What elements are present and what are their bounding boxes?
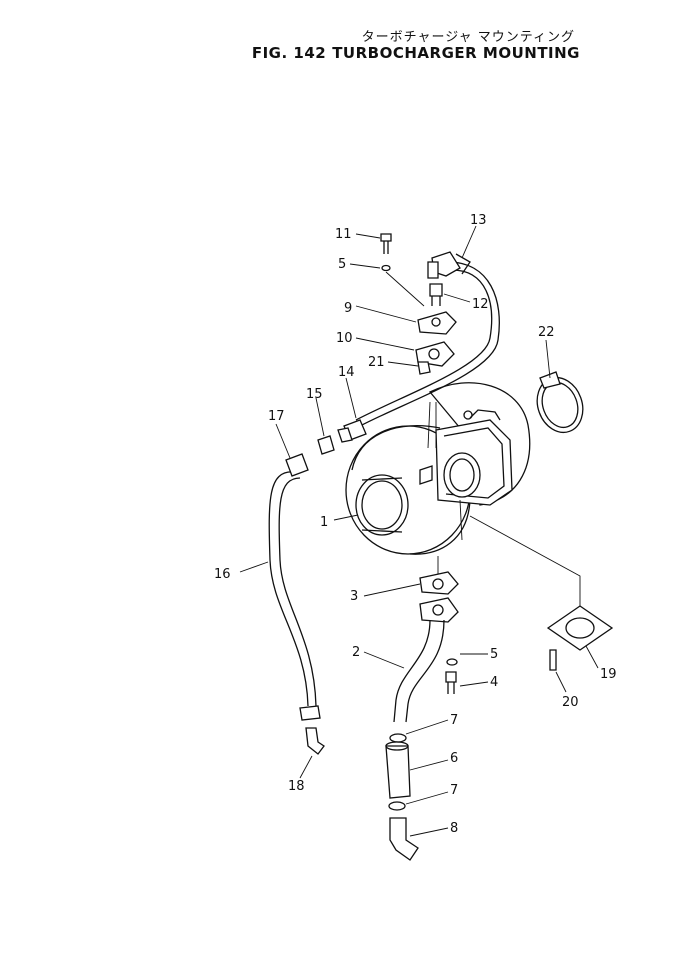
figure-title-english: TURBOCHARGER MOUNTING <box>332 44 580 62</box>
connector-12 <box>429 283 443 306</box>
callout-4: 4 <box>490 675 498 690</box>
oil-return-tube-16 <box>268 471 321 721</box>
figure-number: FIG. 142 <box>251 44 327 62</box>
elbow-18 <box>305 727 325 755</box>
callout-8: 8 <box>450 821 458 836</box>
clip-7-upper <box>389 733 407 743</box>
callout-labels: 11 5 13 12 9 10 22 21 14 15 17 1 16 3 2 … <box>214 213 617 836</box>
callout-5-upper: 5 <box>338 257 346 272</box>
callout-7-upper: 7 <box>450 713 458 728</box>
callout-7-lower: 7 <box>450 783 458 798</box>
nut-21 <box>417 361 431 375</box>
callout-3: 3 <box>350 589 358 604</box>
gasket-19 <box>546 605 614 651</box>
callout-17: 17 <box>268 409 285 424</box>
callout-19: 19 <box>600 667 617 682</box>
callout-21: 21 <box>368 355 385 370</box>
bolt-4 <box>445 671 457 694</box>
callout-6: 6 <box>450 751 458 766</box>
bolt-11 <box>380 233 392 272</box>
callout-2: 2 <box>352 645 360 660</box>
gasket-10 <box>415 341 455 367</box>
clamp-22 <box>536 371 584 434</box>
oil-inlet-tube <box>337 251 500 443</box>
callout-22: 22 <box>538 325 555 340</box>
washer-5 <box>446 658 458 666</box>
elbow-8 <box>389 817 419 861</box>
drain-tube-2 <box>393 597 459 723</box>
callout-10: 10 <box>336 331 353 346</box>
hose-6 <box>385 745 411 799</box>
callout-20: 20 <box>562 695 579 710</box>
callout-13: 13 <box>470 213 487 228</box>
turbocharger-body <box>345 382 531 555</box>
callout-16: 16 <box>214 567 231 582</box>
stud-20 <box>549 649 557 671</box>
figure-title: FIG. 142 TURBOCHARGER MOUNTING <box>0 44 580 62</box>
callout-18: 18 <box>288 779 305 794</box>
callout-15: 15 <box>306 387 323 402</box>
leader-lines <box>239 225 599 837</box>
gasket-3 <box>419 571 459 595</box>
bracket-17 <box>285 453 309 477</box>
callout-5-lower: 5 <box>490 647 498 662</box>
callout-11: 11 <box>335 227 352 242</box>
clip-7-lower <box>388 801 406 811</box>
callout-9: 9 <box>344 301 352 316</box>
figure-title-japanese: ターボチャージャ マウンティング <box>361 30 575 45</box>
cover-plate-9 <box>417 311 457 335</box>
callout-1: 1 <box>320 515 328 530</box>
callout-12: 12 <box>472 297 489 312</box>
fitting-15 <box>317 435 335 455</box>
callout-14: 14 <box>338 365 355 380</box>
